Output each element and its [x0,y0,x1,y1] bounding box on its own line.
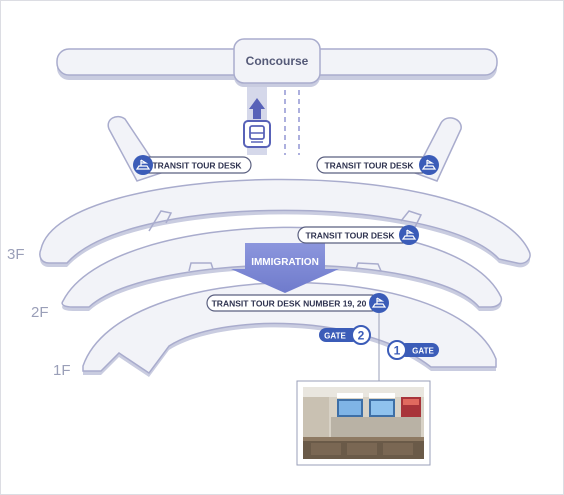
gate-2[interactable]: GATE 2 [319,325,371,345]
gate-1[interactable]: GATE 1 [387,340,439,360]
tour-desk-upper-left[interactable]: TRANSIT TOUR DESK [133,155,252,175]
shuttle-train-icon[interactable] [243,120,271,148]
gate-2-label: GATE [324,332,346,341]
tour-desk-icon [399,225,419,245]
concourse[interactable]: Concourse [56,38,498,87]
tour-desk-mid-right[interactable]: TRANSIT TOUR DESK [297,225,419,245]
floor-2f [61,226,503,311]
desk-label-lower-center: TRANSIT TOUR DESK NUMBER 19, 20 [212,299,367,309]
up-arrow-icon [249,98,265,119]
floor-label-1f: 1F [53,362,71,379]
concourse-label: Concourse [246,54,309,68]
gate-2-number: 2 [358,329,365,343]
gate-1-number: 1 [394,344,401,358]
desk-label-upper-right: TRANSIT TOUR DESK [324,161,414,171]
gate-1-label: GATE [412,347,434,356]
floor-1f [82,281,497,377]
tour-desk-icon [369,293,389,313]
floor-label-3f: 3F [7,246,25,263]
tour-desk-icon [419,155,439,175]
immigration-label: IMMIGRATION [251,257,319,268]
tour-desk-icon [133,155,153,175]
tour-desk-lower-center[interactable]: TRANSIT TOUR DESK NUMBER 19, 20 [206,293,389,313]
tour-desk-photo [296,380,431,466]
desk-label-mid-right: TRANSIT TOUR DESK [305,231,395,241]
tour-desk-upper-right[interactable]: TRANSIT TOUR DESK [316,155,439,175]
immigration-arrow: IMMIGRATION [231,243,339,293]
floor-label-2f: 2F [31,304,49,321]
desk-label-upper-left: TRANSIT TOUR DESK [152,161,242,171]
